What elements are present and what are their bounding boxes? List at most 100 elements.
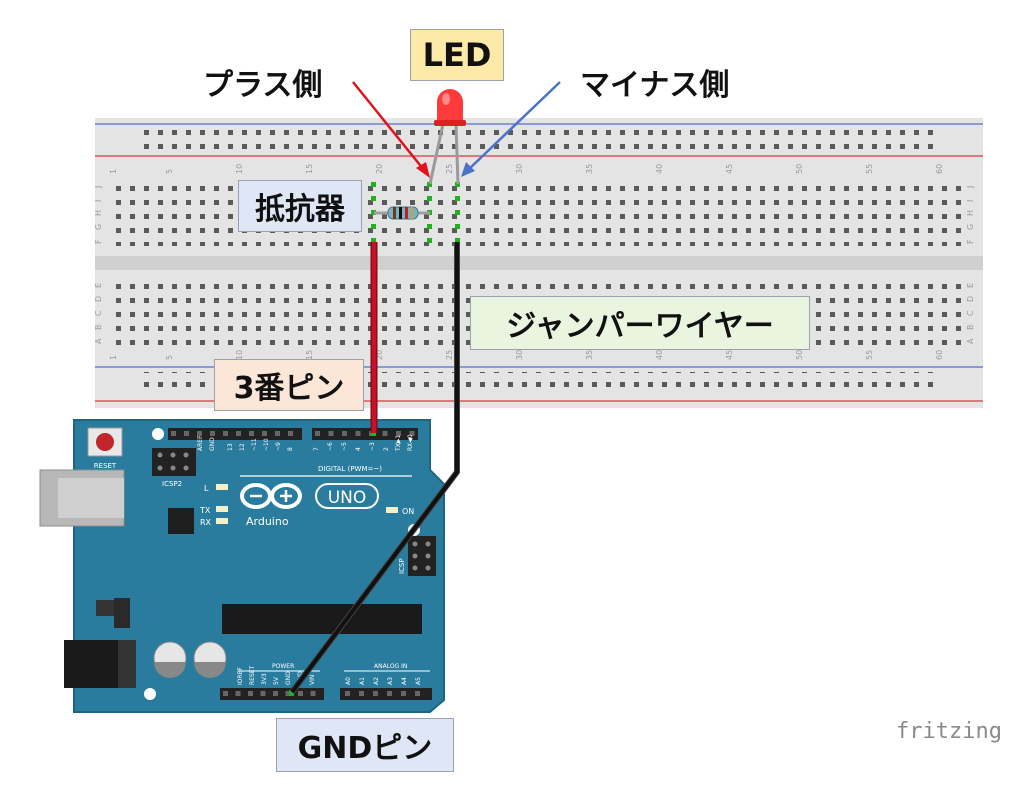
digital-pin-label: TX▶1	[395, 435, 402, 452]
breadboard-col-number: 45	[725, 164, 734, 174]
digital-pin-label: ~9	[275, 442, 282, 451]
power-pin-label: 5V	[273, 676, 280, 685]
gnd-top-label: GND	[209, 437, 216, 451]
breadboard-col-number: 20	[375, 350, 384, 360]
power-pin-label: 3V3	[261, 673, 268, 685]
led-l-label: L	[204, 484, 209, 493]
led-label-text: LED	[422, 36, 492, 74]
led-tx-label: TX	[199, 506, 211, 515]
breadboard-col-number: 50	[795, 350, 804, 360]
gnd-pin-label-text: GNDピン	[297, 731, 433, 766]
breadboard-row-letter: D	[94, 296, 103, 302]
breadboard-col-number: 35	[585, 350, 594, 360]
breadboard-row-letters: J J I I H H G G F F E E D D C C B B A A	[94, 186, 975, 344]
breadboard-row-letter: E	[94, 283, 103, 288]
minus-side-label: マイナス側	[580, 60, 729, 104]
breadboard-row-letter: C	[94, 310, 103, 316]
resistor-label: 抵抗器	[238, 180, 362, 232]
resistor-label-text: 抵抗器	[255, 192, 345, 227]
breadboard-col-number: 5	[165, 169, 174, 174]
digital-pin-label: 4	[355, 447, 362, 451]
digital-pin-label: 12	[239, 443, 246, 451]
reset-label: RESET	[94, 462, 117, 470]
jumper-wire-label-text: ジャンパーワイヤー	[506, 309, 774, 344]
breadboard-col-number: 15	[305, 350, 314, 360]
analog-pin-label: A2	[373, 677, 380, 685]
breadboard-row-letter: J	[94, 186, 103, 189]
digital-label: DIGITAL (PWM=~)	[318, 465, 382, 473]
led-on-label: ON	[402, 507, 414, 516]
digital-pin-label: ~10	[263, 438, 270, 451]
jumper-wire-label: ジャンパーワイヤー	[470, 296, 810, 350]
icsp2-label: ICSP2	[162, 480, 182, 488]
breadboard-col-number: 10	[235, 164, 244, 174]
breadboard-row-letter: A	[966, 338, 975, 344]
uno-logo-text: UNO	[328, 488, 367, 508]
jumper-wire-black	[289, 242, 460, 694]
breadboard-col-number: 5	[165, 355, 174, 360]
digital-pin-label: ~6	[327, 442, 334, 451]
icsp-label: ICSP	[398, 558, 406, 574]
led-rx-label: RX	[200, 518, 212, 527]
breadboard-col-number: 25	[445, 350, 454, 360]
breadboard-col-number: 30	[515, 164, 524, 174]
breadboard-col-number: 60	[935, 164, 944, 174]
breadboard-row-letter: J	[966, 186, 975, 189]
breadboard-row-letter: B	[94, 325, 103, 331]
breadboard-row-letter: C	[966, 310, 975, 316]
analog-pin-label: A1	[359, 677, 366, 685]
breadboard-row-letter: H	[966, 210, 975, 216]
arrow-plus-side	[352, 81, 430, 178]
gnd-pin-label: GNDピン	[276, 718, 454, 772]
breadboard-row-letter: F	[94, 239, 103, 244]
breadboard-col-number: 55	[865, 164, 874, 174]
power-pin-label: RESET	[249, 665, 256, 685]
analog-pin-label: A4	[401, 677, 408, 685]
breadboard-row-letter: H	[94, 210, 103, 216]
analog-pin-label: A0	[345, 677, 352, 685]
digital-pin-label: ~3	[369, 442, 376, 451]
power-pin-label: VIN	[309, 675, 316, 685]
minus-side-label-text: マイナス側	[580, 68, 730, 103]
breadboard-row-letter: A	[94, 338, 103, 344]
pin3-label: 3番ピン	[214, 359, 364, 411]
breadboard-col-number: 10	[235, 350, 244, 360]
digital-pin-label: 7	[313, 447, 320, 451]
breadboard-row-letter: I	[966, 200, 975, 202]
arduino-infinity-logo	[240, 483, 302, 509]
breadboard-row-letter: F	[966, 239, 975, 244]
active-holes	[371, 182, 460, 243]
breadboard-col-number: 35	[585, 164, 594, 174]
breadboard-row-letter: G	[966, 224, 975, 230]
breadboard-col-number: 1	[109, 169, 118, 174]
breadboard-row-letter: D	[966, 296, 975, 302]
breadboard-col-number: 45	[725, 350, 734, 360]
plus-side-label: プラス側	[203, 60, 322, 104]
breadboard-col-number: 40	[655, 350, 664, 360]
digital-pin-label: RX◀0	[407, 434, 414, 451]
power-pin-label: IOREF	[237, 667, 244, 685]
analog-in-label: ANALOG IN	[374, 663, 407, 670]
plus-side-label-text: プラス側	[203, 68, 323, 103]
breadboard-col-number: 60	[935, 350, 944, 360]
digital-pin-label: ~11	[251, 438, 258, 451]
fritzing-watermark: fritzing	[896, 719, 1002, 744]
breadboard-row-letter: B	[966, 325, 975, 331]
arduino-brand-text: Arduino	[246, 515, 289, 528]
breadboard-col-number: 55	[865, 350, 874, 360]
breadboard-row-letter: I	[94, 200, 103, 202]
breadboard-row-letter: E	[966, 283, 975, 288]
breadboard-col-number: 20	[375, 164, 384, 174]
breadboard-row-letter: G	[94, 224, 103, 230]
led	[428, 89, 466, 185]
analog-pin-label: A3	[387, 677, 394, 685]
breadboard-col-number: 40	[655, 164, 664, 174]
digital-pin-label: 2	[383, 447, 390, 451]
digital-pin-label: ~5	[341, 442, 348, 451]
digital-pin-label: 13	[227, 443, 234, 451]
breadboard-col-number: 1	[109, 355, 118, 360]
